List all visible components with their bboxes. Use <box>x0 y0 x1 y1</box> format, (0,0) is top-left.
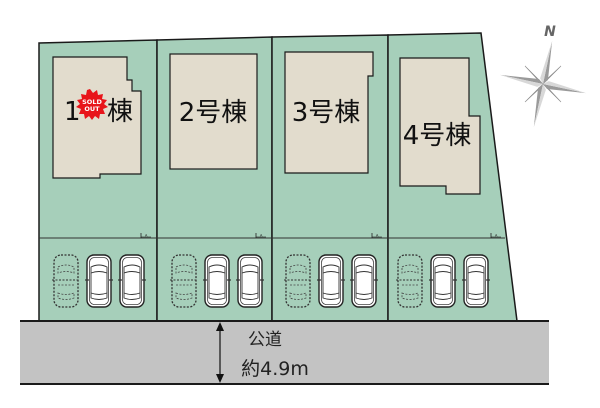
car-icon <box>117 254 147 308</box>
car-icon <box>202 254 232 308</box>
car-icon <box>84 254 114 308</box>
car-icon <box>428 254 458 308</box>
sold-out-badge: SOLD OUT <box>76 89 108 120</box>
building-4-label: 4号棟 <box>403 121 472 151</box>
road-width-arrow-icon <box>216 322 224 383</box>
building-1-label-prefix: 1 <box>64 97 81 127</box>
road-label: 公道 <box>248 330 282 350</box>
building-4[interactable] <box>399 57 481 195</box>
compass-icon <box>499 40 587 128</box>
car-icon <box>349 254 379 308</box>
building-3[interactable] <box>284 51 374 174</box>
building-2[interactable] <box>169 53 258 170</box>
car-icon <box>235 254 265 308</box>
north-label: N <box>544 24 556 40</box>
car-icon <box>461 254 491 308</box>
sold-badge-line2: OUT <box>84 105 100 113</box>
road-width-label: 約4.9m <box>241 358 309 380</box>
building-2-label: 2号棟 <box>179 98 248 128</box>
car-icon <box>316 254 346 308</box>
public-road <box>20 320 549 385</box>
building-3-label: 3号棟 <box>292 98 361 128</box>
building-1-label-suffix: 棟 <box>107 97 133 127</box>
parking-boundary <box>39 232 505 239</box>
sold-badge-line1: SOLD <box>82 98 102 106</box>
